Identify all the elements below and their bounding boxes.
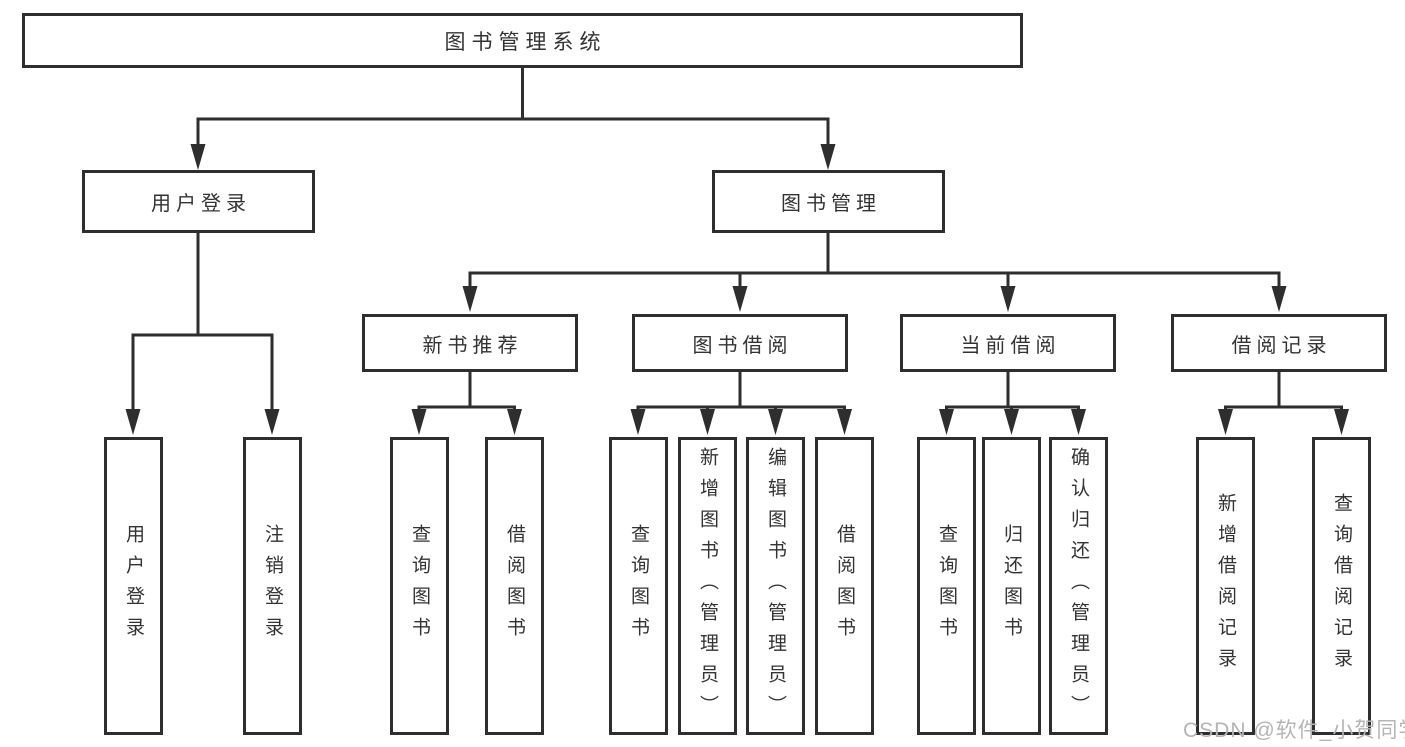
leaf-query-books-3: 查询图书	[917, 437, 976, 735]
leaf-query-books-2: 查询图书	[609, 437, 668, 735]
arrow-down-icon	[732, 286, 748, 312]
arrow-down-icon	[264, 409, 280, 435]
arrow-down-icon	[507, 409, 522, 435]
edge-new-book-recommend-to-leaves	[417, 372, 516, 412]
node-borrowing-records: 借阅记录	[1171, 314, 1387, 372]
node-root-library-management-system: 图书管理系统	[22, 13, 1023, 68]
edge-borrowing-records-to-leaves	[1224, 372, 1343, 412]
leaf-add-borrow-record: 新增借阅记录	[1196, 437, 1255, 735]
leaf-borrow-books-1: 借阅图书	[485, 437, 544, 735]
leaf-query-borrow-record: 查询借阅记录	[1312, 437, 1371, 735]
arrow-down-icon	[1271, 286, 1287, 312]
arrow-down-icon	[768, 409, 783, 435]
arrow-down-icon	[630, 409, 646, 435]
arrow-down-icon	[411, 409, 427, 435]
edge-user-login-to-leaves	[131, 233, 274, 412]
node-user-login: 用户登录	[82, 170, 315, 233]
node-current-borrowing: 当前借阅	[900, 314, 1116, 372]
arrowheads	[125, 144, 1349, 435]
leaf-borrow-books-2: 借阅图书	[815, 437, 874, 735]
leaf-confirm-return-admin: 确认归还（管理员）	[1049, 437, 1108, 735]
node-book-management: 图书管理	[712, 170, 945, 233]
arrow-down-icon	[462, 286, 478, 312]
edge-book-management-to-level3	[468, 233, 1281, 289]
edge-book-borrowing-to-leaves	[636, 372, 846, 412]
arrow-down-icon	[190, 144, 206, 170]
leaf-add-book-admin: 新增图书（管理员）	[678, 437, 737, 735]
arrow-down-icon	[1334, 409, 1349, 435]
arrow-down-icon	[820, 144, 836, 170]
leaf-user-login: 用户登录	[104, 437, 163, 735]
node-book-borrowing: 图书借阅	[632, 314, 848, 372]
leaf-logout: 注销登录	[243, 437, 302, 735]
csdn-watermark: CSDN @软件_小贺同学	[1183, 719, 1405, 742]
arrow-down-icon	[1218, 409, 1233, 435]
arrow-down-icon	[700, 409, 715, 435]
edge-root-to-level2	[196, 68, 830, 148]
leaf-query-books-1: 查询图书	[390, 437, 449, 735]
arrow-down-icon	[125, 409, 141, 435]
leaf-return-book: 归还图书	[982, 437, 1041, 735]
arrow-down-icon	[939, 409, 954, 435]
arrow-down-icon	[837, 409, 852, 435]
arrow-down-icon	[1071, 409, 1086, 435]
arrow-down-icon	[1004, 409, 1019, 435]
edge-current-borrowing-to-leaves	[945, 372, 1080, 412]
leaf-edit-book-admin: 编辑图书（管理员）	[746, 437, 805, 735]
node-new-book-recommend: 新书推荐	[362, 314, 578, 372]
arrow-down-icon	[1000, 286, 1016, 312]
